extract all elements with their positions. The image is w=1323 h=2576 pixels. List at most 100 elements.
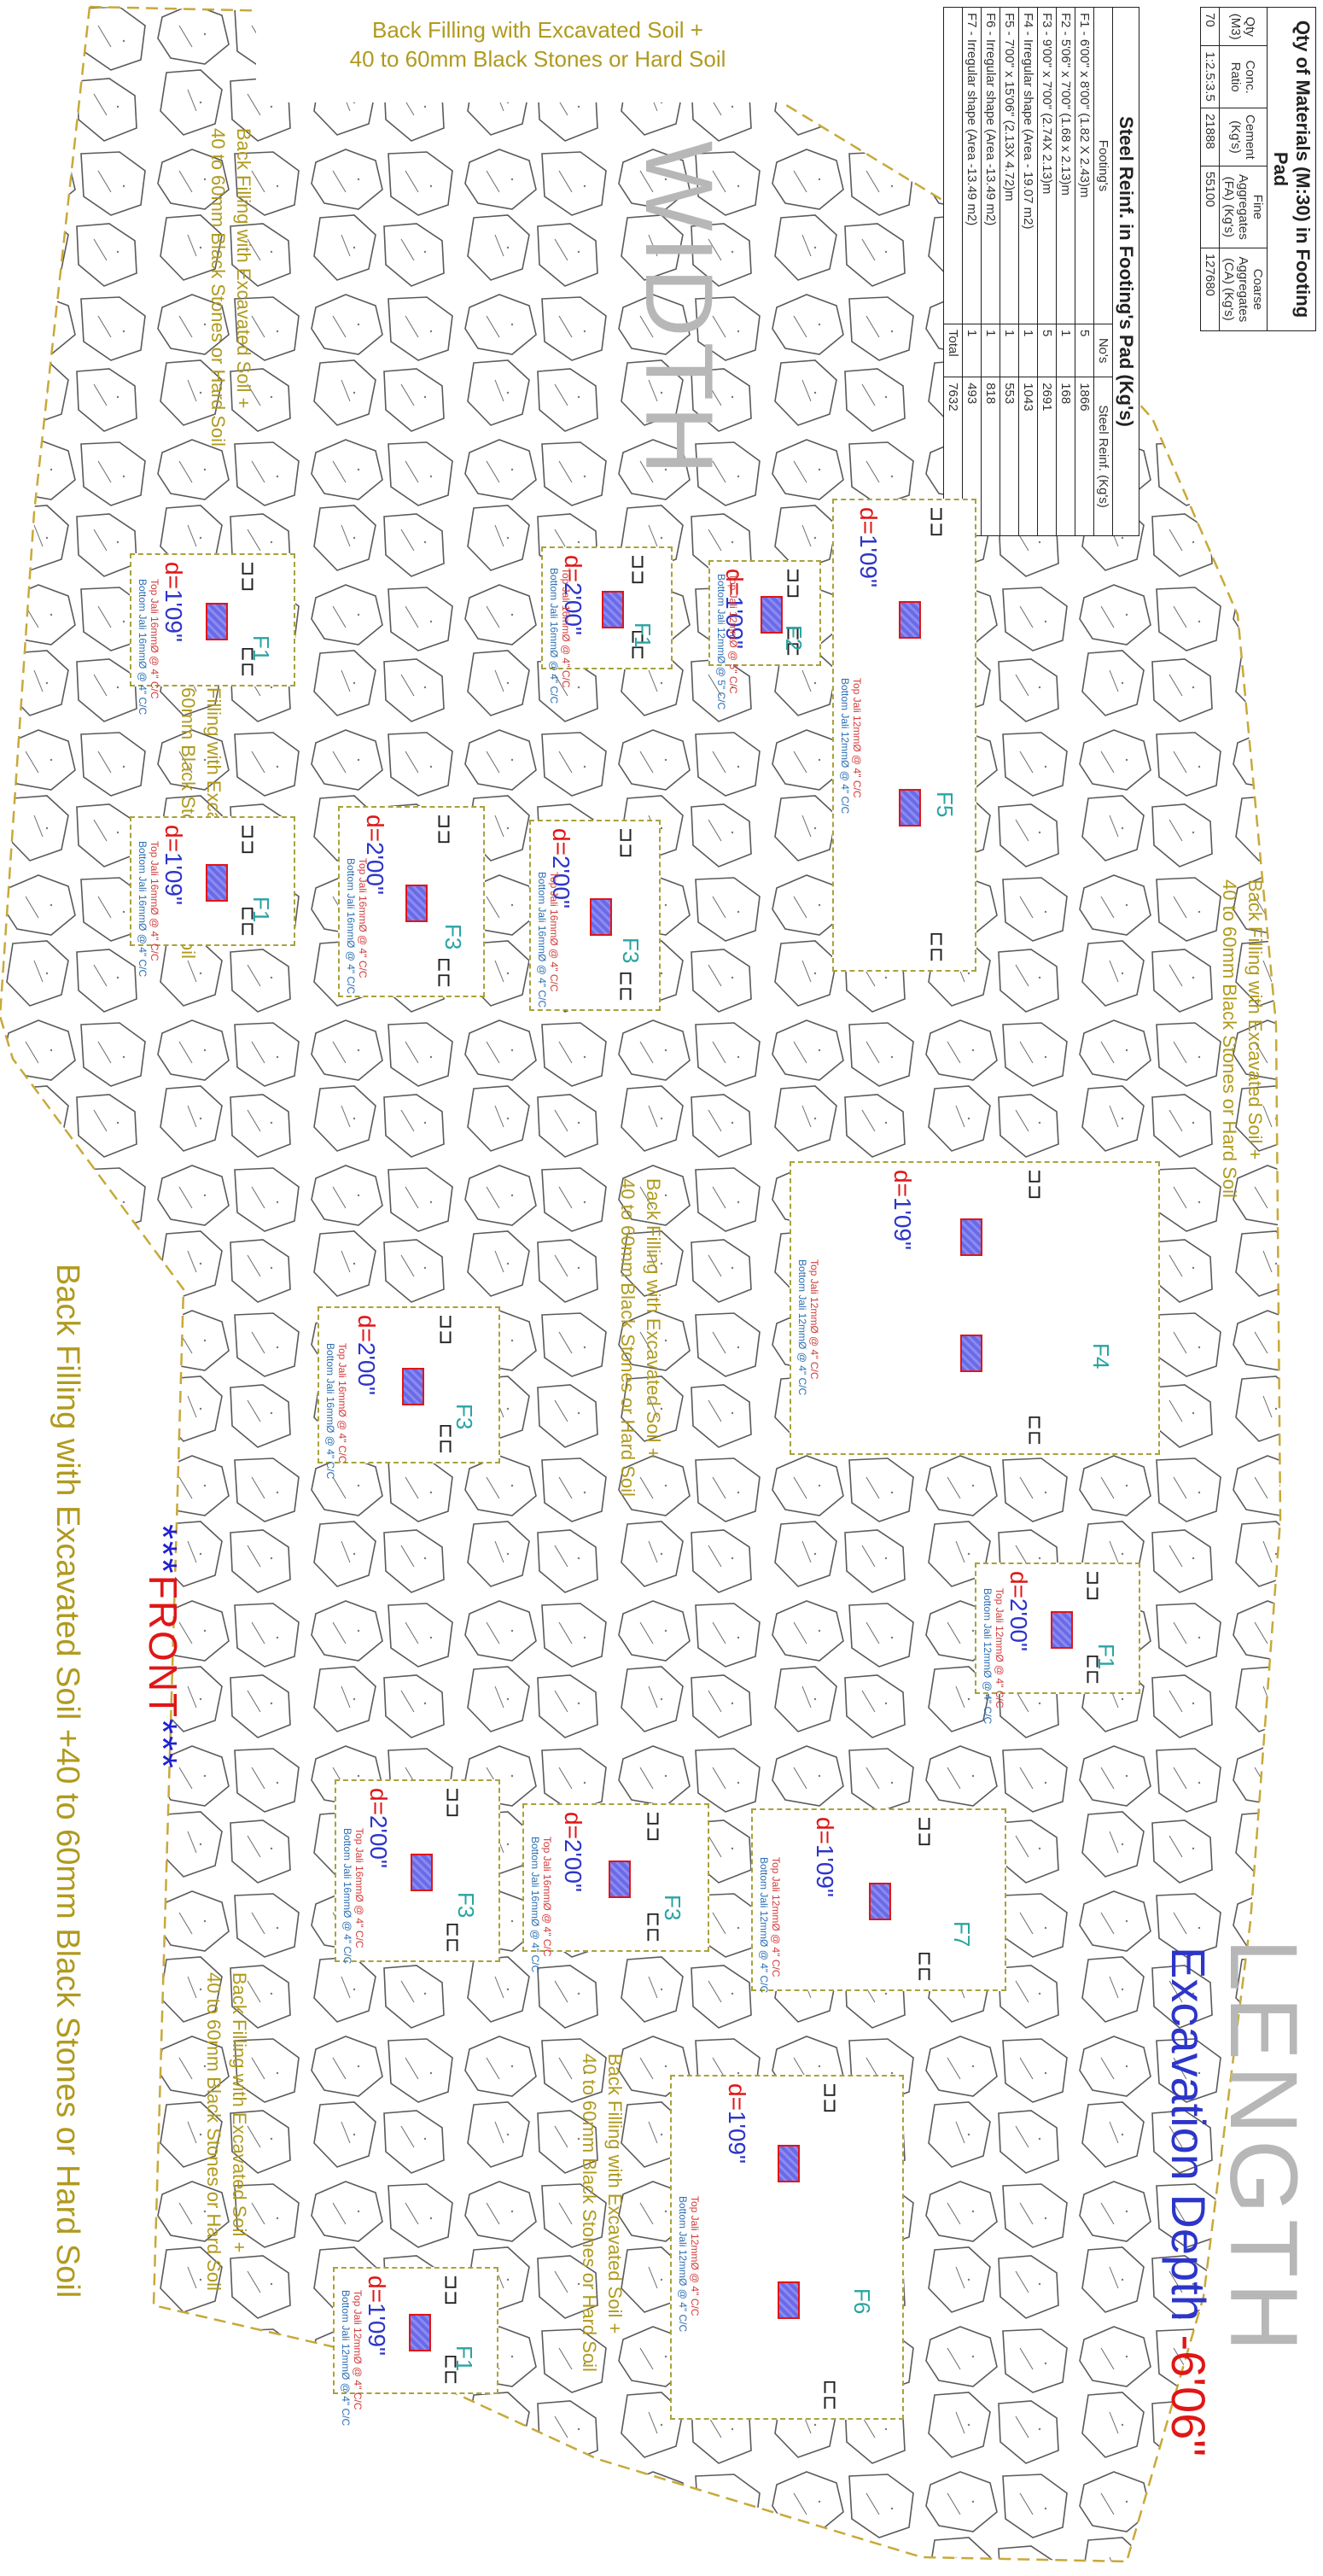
bottom-jali-note: Bottom Jali 12mmØ @ 4" C/C	[677, 2196, 689, 2333]
footing-depth: d=2'00"	[560, 1812, 587, 1892]
backfill-note-lower-left-line2: 40 to 60mm Black Stones or Hard Soil	[203, 1972, 224, 2291]
backfill-note-lower-right-line2: 40 to 60mm Black Stones or Hard Soil	[579, 2053, 600, 2372]
front-word: FRONT	[141, 1574, 185, 1720]
top-jali-note: Top Jali 16mmØ @ 4" C/C	[357, 858, 369, 978]
materials-header-ratio: Conc. Ratio	[1219, 45, 1268, 108]
footing-name: F3	[451, 1403, 477, 1429]
steel-cell-kg: 553	[1000, 377, 1019, 536]
footing-name: F1	[248, 896, 275, 923]
backfill-note-right-upper-line2: 40 to 60mm Black Stones or Hard Soil	[1219, 879, 1240, 1198]
steel-cell-nos: 1	[962, 324, 982, 377]
rebar-hook-icon: ⊐⊐	[819, 2082, 842, 2114]
top-jali-note: Top Jali 16mmØ @ 4" C/C	[548, 872, 560, 992]
materials-table-title: Qty of Materials (M:30) in Footing Pad	[1267, 7, 1316, 331]
top-jali-note: Top Jali 16mmØ @ 4" C/C	[541, 1836, 553, 1956]
footing-name: F7	[948, 1921, 975, 1948]
pad-rectangle	[959, 1218, 982, 1256]
steel-cell-footing: F1 - 6'00" x 8'00" (1.82 X 2.43)m	[1075, 7, 1094, 324]
bottom-jali-note: Bottom Jali 12mmØ @ 4" C/C	[982, 1587, 994, 1724]
bottom-jali-note: Bottom Jali 12mmØ @ 5" C/C	[715, 574, 727, 710]
pad-rectangle	[1051, 1611, 1074, 1649]
bottom-jali-note: Bottom Jali 16mmØ @ 4" C/C	[137, 840, 149, 977]
pad-rectangle	[868, 1883, 891, 1920]
steel-cell-kg: 1043	[1018, 377, 1038, 536]
footing-name: F6	[848, 2288, 875, 2315]
materials-cell-ca: 127680	[1200, 248, 1220, 331]
bottom-jali-note: Bottom Jali 16mmØ @ 4" C/C	[548, 568, 560, 704]
bottom-jali-note: Bottom Jali 16mmØ @ 4" C/C	[137, 579, 149, 716]
table-row-total: Total 7632	[943, 7, 963, 536]
table-row: F1 - 6'00" x 8'00" (1.82 X 2.43)m 5 1866	[1075, 7, 1094, 536]
top-jali-note: Top Jali 16mmØ @ 4" C/C	[353, 1827, 365, 1948]
backfill-note-center: Back Filling with Excavated Soil + 40 to…	[615, 1178, 666, 1497]
rebar-hook-icon: ⊏⊏	[819, 2379, 842, 2411]
steel-cell-nos: 1	[1018, 324, 1038, 377]
bottom-jali-note: Bottom Jali 12mmØ @ 4" C/C	[796, 1259, 808, 1396]
steel-cell-nos: 1	[1056, 324, 1075, 377]
footing-depth: d=1'09"	[889, 1170, 917, 1250]
pad-rectangle	[409, 2313, 432, 2351]
top-backfill-note: Back Filling with Excavated Soil + 40 to…	[299, 15, 777, 73]
top-jali-note: Top Jali 16mmØ @ 4" C/C	[560, 568, 572, 688]
top-backfill-line2: 40 to 60mm Black Stones or Hard Soil	[349, 46, 726, 72]
backfill-note-right-upper-line1: Back Filling with Excavated Soil +	[1244, 879, 1266, 1160]
steel-cell-kg: 1866	[1075, 377, 1094, 536]
steel-total-label: Total	[943, 324, 963, 377]
bottom-jali-note: Bottom Jali 16mmØ @ 4" C/C	[529, 1836, 541, 1972]
steel-cell-nos: 1	[981, 324, 1000, 377]
steel-total-blank	[943, 7, 963, 324]
footing-name: F1	[630, 622, 656, 649]
table-row: F4 - Irregular shape (Area - 19.07 m2) 1…	[1018, 7, 1038, 536]
footing-depth: d=1'09"	[160, 825, 187, 905]
rebar-hook-icon: ⊐⊐	[435, 1313, 458, 1346]
footing-name: F3	[453, 1892, 480, 1919]
pad-rectangle	[206, 864, 229, 902]
footing-name: F1	[452, 2345, 478, 2372]
pad-rectangle	[602, 591, 624, 628]
backfill-note-lower-left: Back Filling with Excavated Soil + 40 to…	[201, 1972, 252, 2291]
width-label: WIDTH	[626, 141, 732, 481]
footing-name: F1	[1093, 1644, 1120, 1670]
excavation-depth-label: Excavation Depth -6'06"	[1161, 1947, 1216, 2456]
table-row: F6 - Irregular shape (Area -13.49 m2) 1 …	[981, 7, 1000, 536]
top-jali-note: Top Jali 12mmØ @ 5" C/C	[727, 574, 739, 694]
backfill-note-lower-right: Back Filling with Excavated Soil + 40 to…	[576, 2053, 627, 2372]
steel-cell-kg: 818	[981, 377, 1000, 536]
steel-header-nos: No's	[1093, 324, 1113, 377]
top-jali-note: Top Jali 12mmØ @ 4" C/C	[352, 2290, 364, 2410]
materials-cell-fa: 55100	[1200, 166, 1220, 248]
rebar-hook-icon: ⊐⊐	[1082, 1569, 1104, 1602]
materials-header-ca: Coarse Aggregates (CA) (Kg's)	[1219, 248, 1268, 331]
backfill-note-right-upper: Back Filling with Excavated Soil + 40 to…	[1216, 879, 1268, 1198]
table-row: F5 - 7'00" x 15'06" (2.13X 4.72)m 1 553	[1000, 7, 1019, 536]
steel-cell-nos: 5	[1075, 324, 1094, 377]
footing-name: F3	[440, 924, 466, 950]
footing-depth: d=1'09"	[160, 562, 187, 642]
bottom-backfill-note: Back Filling with Excavated Soil +40 to …	[50, 1264, 85, 2299]
steel-header-reinf: Steel Reinf. (Kg's)	[1093, 377, 1113, 536]
footing-depth: d=2'00"	[364, 1788, 392, 1868]
steel-cell-footing: F2 - 5'06" x 7'00" (1.68 x 2.13)m	[1056, 7, 1075, 324]
rebar-hook-icon: ⊐⊐	[627, 553, 650, 586]
backfill-note-center-line1: Back Filling with Excavated Soil +	[643, 1178, 664, 1459]
top-jali-note: Top Jali 16mmØ @ 4" C/C	[336, 1343, 348, 1463]
top-jali-note: Top Jali 12mmØ @ 4" C/C	[994, 1587, 1005, 1708]
materials-header-cement: Cement (Kg's)	[1219, 108, 1268, 166]
front-label: ***FRONT***	[140, 1524, 186, 1770]
steel-cell-nos: 5	[1037, 324, 1057, 377]
rebar-hook-icon: ⊐⊐	[1024, 1168, 1046, 1200]
materials-cell-ratio: 1:2.5:3.5	[1200, 45, 1220, 108]
backfill-note-left-top-line1: Back Filling with Excavated Soil +	[233, 128, 254, 409]
rebar-hook-icon: ⊐⊐	[783, 567, 805, 599]
bottom-jali-note: Bottom Jali 12mmØ @ 4" C/C	[340, 2290, 352, 2427]
bottom-jali-note: Bottom Jali 16mmØ @ 4" C/C	[345, 858, 357, 995]
steel-cell-footing: F7 - Irregular shape (Area -13.49 m2)	[962, 7, 982, 324]
top-jali-note: Top Jali 12mmØ @ 4" C/C	[851, 677, 863, 797]
